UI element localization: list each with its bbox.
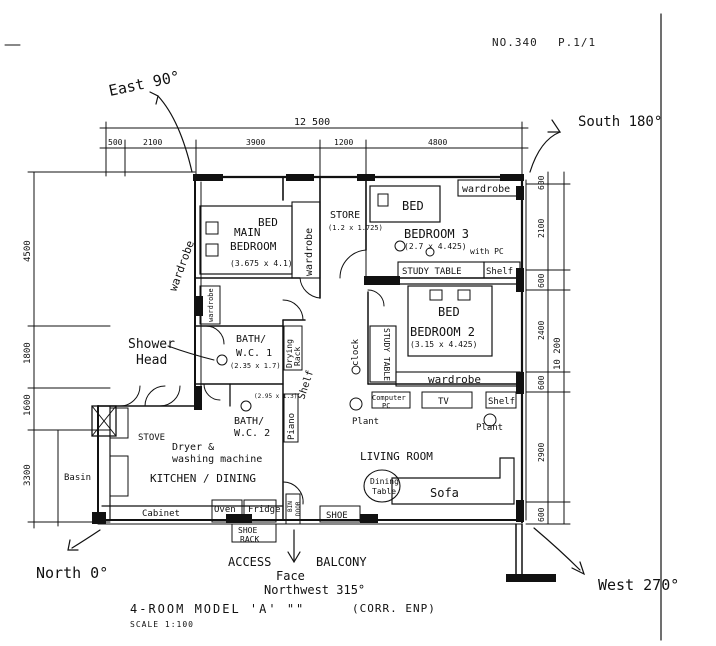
bath1-size: (2.35 x 1.7) [230,362,281,370]
bedroom3-with-pc: with PC [470,247,504,256]
store-label: STORE [330,210,360,221]
bath2-size: (2.95 x 1.3) [254,393,297,400]
dim-top-5: 4800 [428,138,447,147]
dim-right-6: 2900 [537,443,546,462]
fridge-label: Fridge [248,505,281,515]
dim-left-4: 3300 [23,464,33,486]
plant-label-1: Plant [352,417,379,427]
computer-label-1: Computer [372,394,406,402]
east-label: East 90° [107,67,181,100]
bath1-name-1: BATH/ [236,334,266,345]
dryer-label-1: Dryer & [172,442,214,453]
dim-left-2: 1800 [23,342,33,364]
dining-table-label-2: Table [372,487,396,496]
bedroom2-bed-label: BED [438,305,460,319]
dim-right-total: 10 200 [553,337,563,370]
bedroom3-bed-label: BED [402,199,424,213]
bin-label: BIN [287,501,294,512]
store-size: (1.2 x 1.725) [328,224,383,232]
main-bedroom-name-2: BEDROOM [230,240,277,253]
dim-top-3: 3900 [246,138,265,147]
basin-label: Basin [64,473,91,483]
bedroom2-wardrobe: wardrobe [428,373,481,386]
bedroom3-wardrobe-label: wardrobe [462,184,510,195]
shoe-rack-label-1: SHOE [238,526,257,535]
shelf-label: Shelf [296,369,316,401]
dim-top-2: 2100 [143,138,162,147]
corr-title: (CORR. ENP) [352,602,436,615]
oven-label: Oven [214,505,236,515]
bedroom3-name: BEDROOM 3 [404,227,469,241]
dim-right-4: 2400 [537,321,546,340]
cabinet-label: Cabinet [142,509,180,519]
model-title: 4-ROOM MODEL 'A' "" [130,602,306,616]
kitchen-name: KITCHEN / DINING [150,472,256,485]
wardrobe-small-label: wardrobe [207,288,215,322]
dining-table-label-1: Dining [370,477,399,486]
shower-label-1: Shower [128,337,175,352]
plant-label-2: Plant [476,423,503,433]
dim-left-3: 1600 [23,394,33,416]
tv-label: TV [438,397,449,407]
bedroom3-size: (2.7 x 4.425) [404,242,467,251]
face-label-2: Northwest 315° [264,583,365,597]
south-label: South 180° [578,114,662,130]
dim-right-1: 600 [537,175,546,190]
drying-rack-label-1: Drying [285,339,294,368]
bedroom3-study-table: STUDY TABLE [402,267,462,277]
bath2-name-1: BATH/ [234,416,264,427]
document-number: NO.340 [492,36,538,49]
dim-right-7: 600 [537,507,546,522]
clock-label: clock [351,338,361,366]
wardrobe-main-label: wardrobe [167,239,197,293]
dim-top-4: 1200 [334,138,353,147]
scale-label: SCALE 1:100 [130,620,194,629]
main-bedroom-name-1: MAIN [234,226,261,239]
bedroom3-shelf: Shelf [486,267,513,277]
dim-top-1: 500 [108,138,123,147]
drying-rack-label-2: Rack [293,347,302,366]
bedroom2-study-table: STUDY TABLE [382,328,391,381]
bath1-name-2: W.C. 1 [236,348,272,359]
dim-right-5: 600 [537,375,546,390]
main-bedroom-size: (3.675 x 4.1) [230,259,293,268]
access-label: ACCESS [228,555,271,569]
dim-right-3: 600 [537,273,546,288]
bath2-name-2: W.C. 2 [234,428,270,439]
computer-label-2: PC [382,402,390,410]
sofa-label: Sofa [430,486,459,500]
stove-label: STOVE [138,433,165,443]
west-label: West 270° [598,576,679,594]
dim-left-1: 4500 [23,240,33,262]
living-shelf-label: Shelf [488,397,515,407]
dim-top-total: 12 500 [294,117,330,128]
shower-label-2: Head [136,353,167,368]
dryer-label-2: washing machine [172,454,262,465]
door-label: DOOR [295,501,302,516]
page-number: P.1/1 [558,36,597,49]
wardrobe-mid-label: wardrobe [304,228,315,276]
shoe-label: SHOE [326,511,348,521]
piano-label: Piano [287,413,297,440]
bedroom2-size: (3.15 x 4.425) [410,340,477,349]
main-bed-label: BED [258,216,278,229]
dim-right-2: 2100 [537,219,546,238]
balcony-label: BALCONY [316,555,367,569]
shoe-rack-label-2: RACK [240,535,259,544]
face-label-1: Face [276,569,305,583]
bedroom2-name: BEDROOM 2 [410,325,475,339]
north-label: North 0° [36,564,108,582]
living-room-name: LIVING ROOM [360,450,433,463]
